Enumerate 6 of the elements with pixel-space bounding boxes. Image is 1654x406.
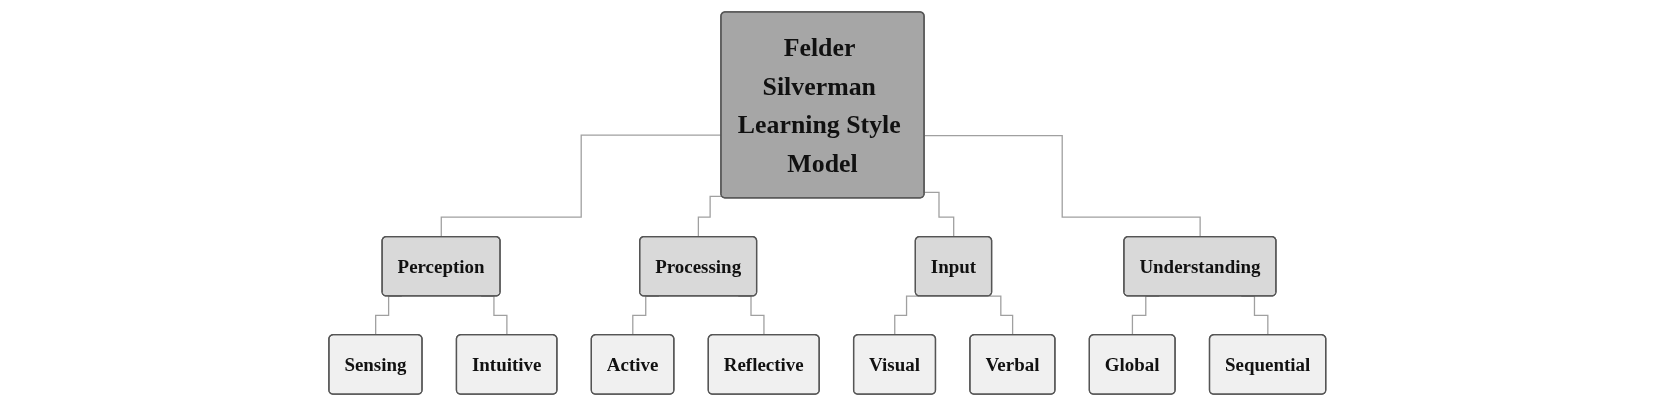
connector [923,191,955,238]
connector [440,134,722,238]
connector [893,295,919,336]
connector [697,195,723,238]
connector [988,295,1014,336]
connector [923,134,1201,238]
